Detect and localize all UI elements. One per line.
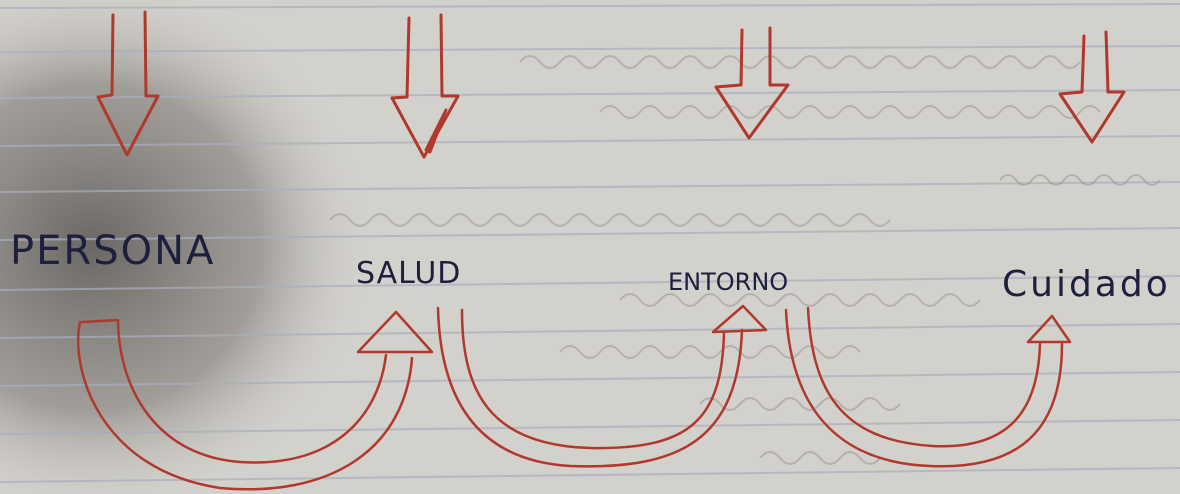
- connector-entorno-cuidado: [784, 306, 1064, 468]
- concept-label-cuidado: Cuidado: [1002, 264, 1171, 305]
- concept-label-persona: PERSONA: [10, 228, 216, 274]
- concept-label-salud: SALUD: [356, 256, 462, 291]
- down-arrow-icon: [96, 10, 160, 157]
- arrowhead-salud-icon: [356, 310, 434, 354]
- ruled-lines: [0, 3, 1180, 483]
- down-arrow-icon: [714, 26, 790, 140]
- down-arrow-icon: [390, 13, 460, 159]
- bleed-through-scribbles: [329, 55, 1161, 465]
- concept-label-entorno: ENTORNO: [668, 268, 789, 296]
- connector-persona-salud: [76, 318, 414, 491]
- connector-salud-entorno: [436, 306, 744, 468]
- arrowhead-cuidado-icon: [1026, 314, 1072, 344]
- arrowhead-entorno-icon: [711, 304, 768, 334]
- down-arrow-icon: [1058, 30, 1126, 144]
